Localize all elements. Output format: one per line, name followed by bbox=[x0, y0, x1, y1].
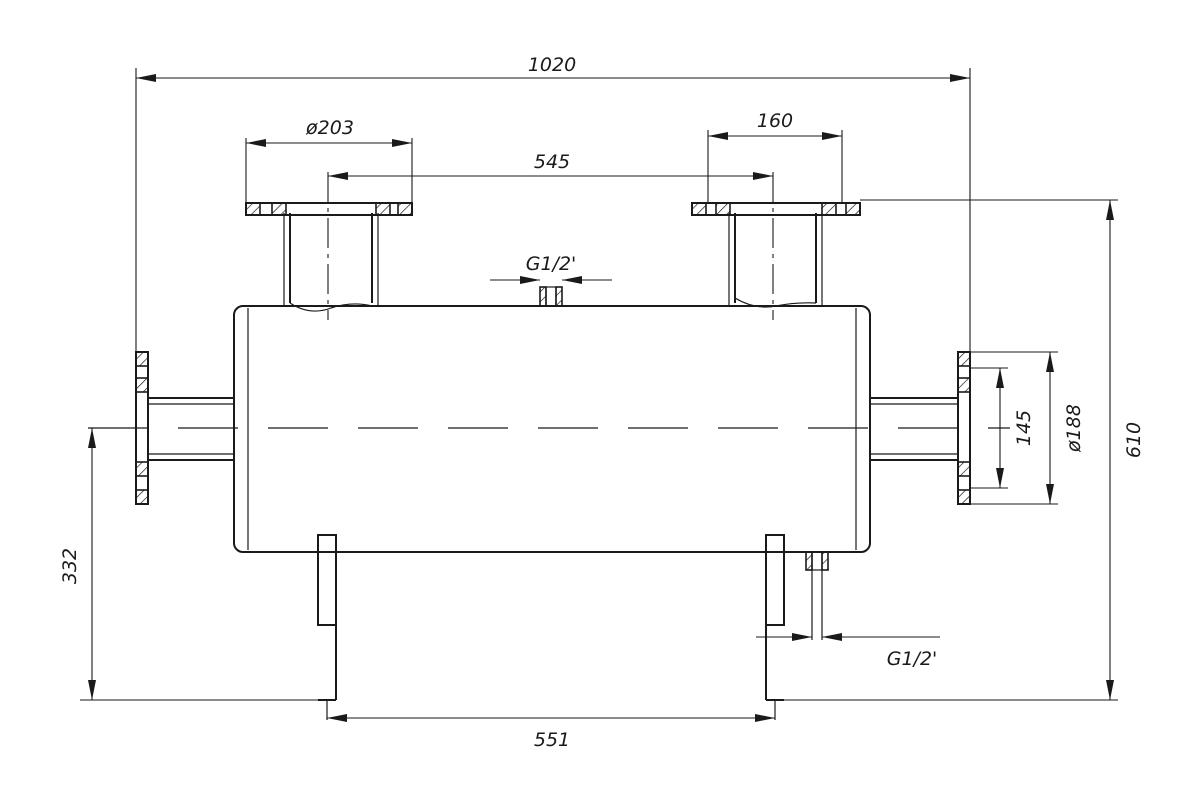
right-top-nozzle bbox=[728, 213, 823, 308]
dim-bottom-thread-label: G1/2' bbox=[887, 648, 938, 670]
dim-axis-height bbox=[80, 428, 318, 701]
dim-axis-height-label: 332 bbox=[59, 548, 81, 584]
dim-top-thread bbox=[490, 276, 612, 284]
left-top-flange bbox=[245, 202, 413, 216]
right-side-nozzle bbox=[870, 397, 958, 461]
dim-bottom-thread bbox=[756, 633, 940, 641]
dim-side-flange-diameter bbox=[970, 351, 1058, 505]
top-thread-port bbox=[539, 286, 563, 307]
right-top-flange bbox=[691, 202, 861, 216]
dim-top-flange-diameter-label: ø203 bbox=[305, 117, 354, 139]
vessel-body bbox=[233, 305, 871, 553]
left-side-nozzle bbox=[148, 397, 234, 461]
left-top-nozzle bbox=[283, 213, 379, 312]
dim-nozzle-spacing bbox=[327, 172, 774, 320]
dim-nozzle-flange-width bbox=[707, 130, 843, 203]
left-side-flange bbox=[135, 351, 149, 505]
right-side-flange bbox=[957, 351, 971, 505]
right-support bbox=[765, 534, 785, 720]
dim-support-spacing bbox=[327, 714, 775, 722]
dim-side-bolt-circle-label: 145 bbox=[1013, 410, 1035, 446]
dim-top-thread-label: G1/2' bbox=[526, 253, 577, 275]
dim-overall-height-label: 610 bbox=[1123, 422, 1145, 458]
dim-support-spacing-label: 551 bbox=[534, 729, 570, 751]
dim-nozzle-flange-width-label: 160 bbox=[757, 110, 793, 132]
dim-nozzle-spacing-label: 545 bbox=[534, 151, 570, 173]
dim-side-flange-diameter-label: ø188 bbox=[1063, 404, 1085, 453]
dim-overall-length-label: 1020 bbox=[528, 54, 576, 76]
bottom-thread-port bbox=[805, 551, 829, 640]
left-support bbox=[317, 534, 337, 720]
dim-overall-length bbox=[135, 68, 971, 352]
dim-overall-height bbox=[784, 199, 1118, 701]
dim-side-bolt-circle bbox=[970, 367, 1008, 489]
dim-top-flange-diameter bbox=[245, 138, 413, 203]
